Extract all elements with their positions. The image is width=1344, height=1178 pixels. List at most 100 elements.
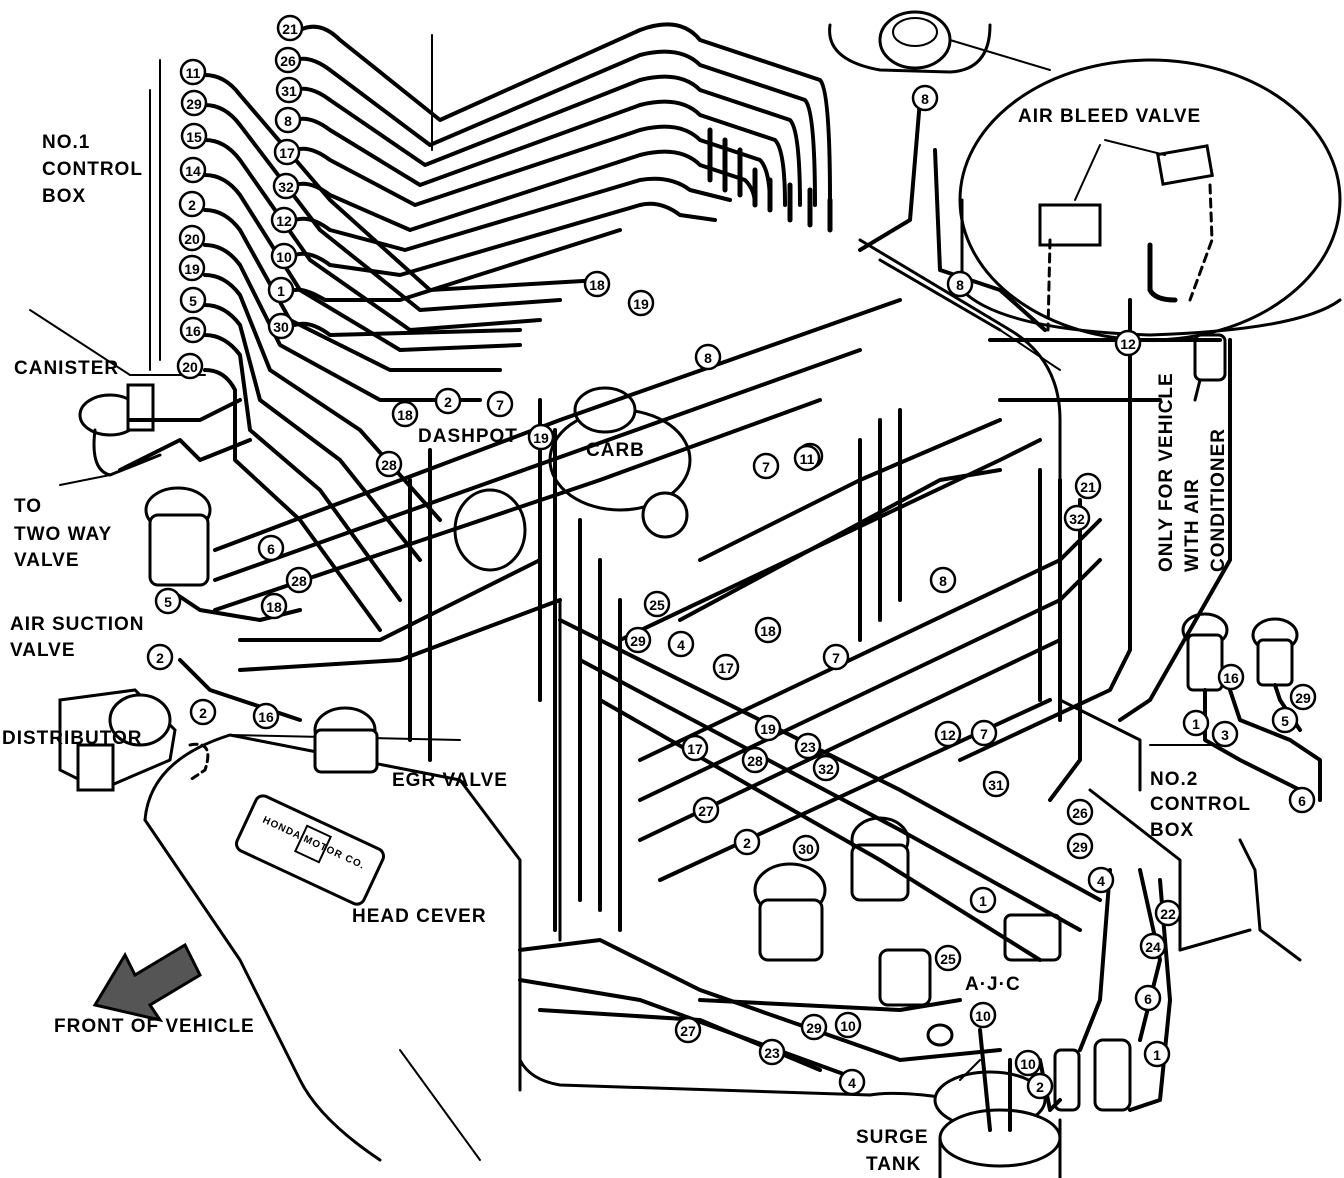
hose-tag-number: 11 — [800, 451, 815, 467]
hose-tag-circle — [1063, 504, 1091, 532]
hose-tag-circle — [1182, 709, 1210, 737]
hose-tag-circle — [712, 653, 740, 681]
surge-tank-label-line2: TANK — [866, 1154, 921, 1175]
hose-tag-circle — [627, 289, 655, 317]
hose-tag-circle — [754, 616, 782, 644]
hose-tag-number: 29 — [1295, 690, 1311, 706]
hose-tag-number: 26 — [1072, 805, 1088, 821]
hose-tag-number: 1 — [277, 283, 285, 299]
hose-tag-circle — [792, 834, 820, 862]
hose-tag-circle — [741, 746, 769, 774]
hose-tag-circle — [375, 450, 403, 478]
hose-tag-circle — [969, 886, 997, 914]
hose-tag-circle — [822, 643, 850, 671]
hose-tag-number: 6 — [267, 541, 275, 557]
hose-tag-number: 21 — [1080, 479, 1096, 495]
vacuum-hose-bundle — [118, 22, 1322, 1132]
hose-tag-circle — [179, 58, 207, 86]
hose-tag-number: 18 — [397, 407, 413, 423]
air-bleed-valve-label: AIR BLEED VALVE — [1018, 106, 1201, 127]
hose-tag-circle — [1143, 1040, 1171, 1068]
hose-tag-number: 4 — [1097, 873, 1105, 889]
hose-tag-number: 5 — [189, 293, 197, 309]
hose-tag-number: 2 — [156, 650, 164, 666]
hose-tag-circle — [527, 423, 555, 451]
hose-tag-circle — [285, 566, 313, 594]
hose-tag-circle — [1288, 786, 1316, 814]
head-cover-label: HEAD CEVER — [352, 906, 487, 927]
hose-tag-number: 1 — [1192, 716, 1200, 732]
no1-control-box-label-line3: BOX — [42, 186, 86, 207]
hose-tag-number: 16 — [1223, 670, 1239, 686]
hose-tag-number: 29 — [630, 633, 646, 649]
air-bleed-tank — [828, 10, 1051, 74]
hose-tag-circle — [752, 452, 780, 480]
canister — [59, 383, 162, 486]
hose-tag-circle — [1014, 1049, 1042, 1077]
hose-tag-circle — [1066, 832, 1094, 860]
hose-tag-circle — [1026, 1072, 1054, 1100]
hose-tag-number: 7 — [496, 397, 504, 413]
front-arrow-icon — [92, 942, 202, 1023]
hose-tag-number: 19 — [760, 721, 776, 737]
hose-tag-circle — [273, 138, 301, 166]
hose-tag-number: 2 — [199, 705, 207, 721]
hose-tag-circle — [272, 172, 300, 200]
hose-tag-circle — [179, 286, 207, 314]
hose-tag-number: 32 — [1069, 511, 1085, 527]
hose-tag-number: 27 — [698, 803, 714, 819]
hose-tag-number: 31 — [988, 777, 1004, 793]
hose-tag-circle — [1217, 663, 1245, 691]
hose-tag-circle — [643, 590, 671, 618]
no2-control-box-label-line1: NO.2 — [1150, 769, 1198, 790]
hose-tag-circle — [754, 714, 782, 742]
hose-tag-number: 11 — [186, 65, 201, 81]
hose-tag-circle — [793, 444, 821, 472]
hose-tag-circle — [1114, 329, 1142, 357]
hose-tag-number: 5 — [1281, 713, 1289, 729]
hose-tag-circle — [1154, 899, 1182, 927]
hose-tag-circle — [834, 1011, 862, 1039]
hose-tag-circle — [275, 76, 303, 104]
hose-tag-number: 18 — [589, 277, 605, 293]
hose-tag-number: 16 — [185, 323, 201, 339]
hose-tag-circle — [260, 592, 288, 620]
hose-tag-number: 7 — [980, 726, 988, 742]
hose-tag-circle — [929, 566, 957, 594]
ac-note-line2: WITH AIR — [1182, 478, 1203, 572]
label-leaders — [29, 34, 1221, 1081]
hose-tag-circle — [178, 190, 206, 218]
no2-control-box-label-line3: BOX — [1150, 820, 1194, 841]
hose-tag-circle — [252, 702, 280, 730]
hose-tag-number: 4 — [848, 1075, 856, 1091]
hose-tag-number: 32 — [278, 179, 294, 195]
hose-tag-number: 19 — [533, 430, 549, 446]
hose-tag-circle — [624, 626, 652, 654]
hose-tag-circle — [1211, 720, 1239, 748]
hose-tag-circle — [794, 732, 822, 760]
hose-tag-circle — [274, 106, 302, 134]
hose-tag-circle — [911, 84, 939, 112]
head-cover — [143, 733, 522, 1162]
hose-tag-number: 15 — [186, 129, 202, 145]
hose-tag-circle — [178, 224, 206, 252]
hose-tag-number: 12 — [940, 727, 956, 743]
hose-tag-circle — [267, 276, 295, 304]
hose-tag-circle — [1134, 984, 1162, 1012]
air-bleed-valve-parts — [1038, 139, 1214, 332]
hose-tag-circle — [934, 720, 962, 748]
hose-tag-number: 17 — [687, 741, 703, 757]
hose-tag-circle — [1271, 706, 1299, 734]
hose-tag-circle — [257, 534, 285, 562]
hose-tag-circle — [274, 46, 302, 74]
hose-tag-circle — [982, 770, 1010, 798]
hose-tag-number: 4 — [677, 637, 685, 653]
hose-tag-number: 29 — [806, 1020, 822, 1036]
engine-drawing — [29, 10, 1342, 1178]
engine-block-outline — [518, 238, 1182, 1102]
hose-tag-number: 1 — [1153, 1047, 1161, 1063]
hose-tag-number: 2 — [188, 197, 196, 213]
front-of-vehicle-label: FRONT OF VEHICLE — [54, 1016, 255, 1037]
hose-tag-number: 31 — [281, 83, 297, 99]
